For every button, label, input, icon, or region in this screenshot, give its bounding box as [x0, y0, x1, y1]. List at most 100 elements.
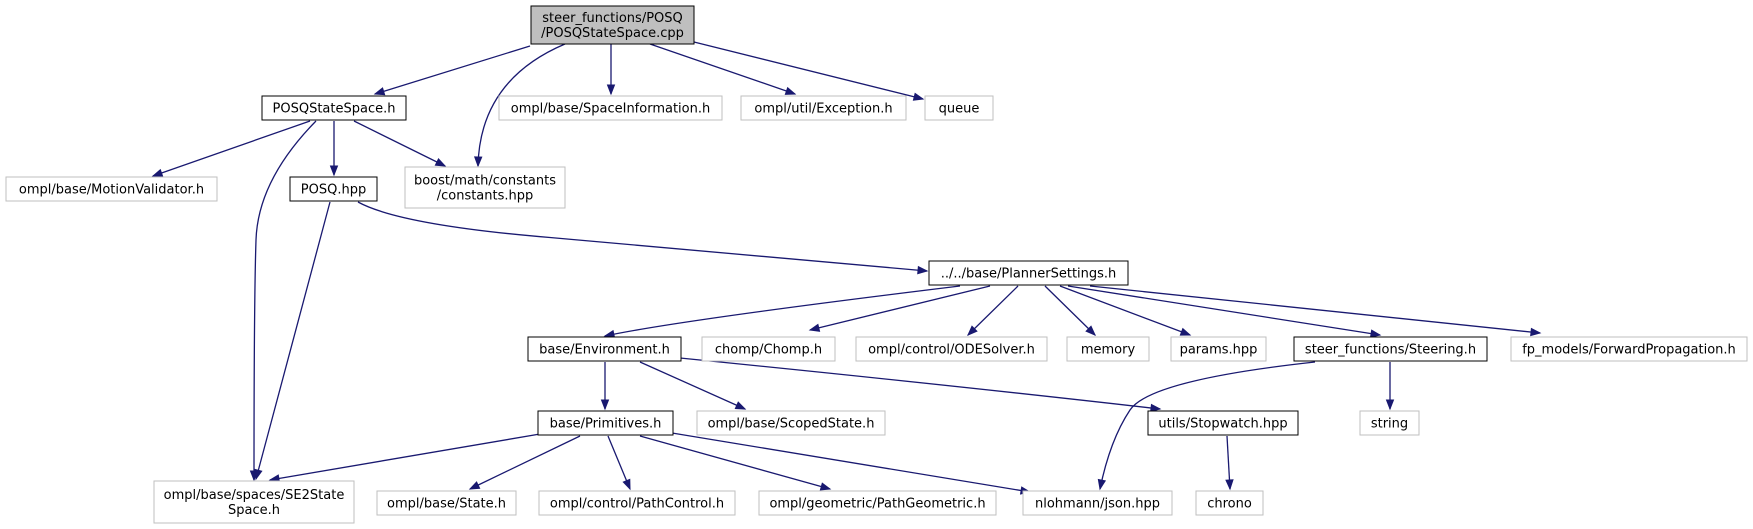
node-string: string: [1359, 410, 1420, 436]
node-box: [530, 5, 695, 45]
node-box: [928, 260, 1129, 286]
node-box: [1510, 336, 1748, 362]
edge-plannersettings_h-to-steering_h: [1067, 285, 1382, 338]
edge-primitives_h-to-pathcontrol_h: [607, 435, 631, 491]
node-posq_hpp[interactable]: POSQ.hpp: [289, 176, 378, 202]
edge-plannersettings_h-to-environment_h: [603, 285, 961, 339]
node-box: [5, 176, 218, 202]
node-box: [740, 95, 907, 121]
node-box: [696, 410, 886, 436]
node-label: ompl/base/spaces/SE2State: [164, 488, 345, 503]
node-box: [376, 490, 517, 516]
node-box: [1359, 410, 1420, 436]
arrowhead-icon: [1530, 327, 1542, 337]
edge-plannersettings_h-to-params_hpp: [1059, 285, 1192, 336]
node-spaceinformation_h: ompl/base/SpaceInformation.h: [498, 95, 723, 121]
node-label: ompl/base/MotionValidator.h: [19, 183, 204, 198]
edge-primitives_h-to-pathgeometric_h: [639, 435, 832, 491]
node-label: queue: [939, 102, 980, 117]
node-queue: queue: [924, 95, 994, 121]
edge-line: [967, 285, 1019, 336]
node-root: steer_functions/POSQ/POSQStateSpace.cpp: [530, 5, 695, 45]
edge-steering_h-to-string: [1385, 362, 1395, 411]
arrowhead-icon: [151, 168, 164, 177]
node-constants_hpp: boost/math/constants/constants.hpp: [404, 166, 566, 209]
arrowhead-icon: [1225, 479, 1234, 491]
node-label: /constants.hpp: [437, 189, 534, 204]
node-exception_h: ompl/util/Exception.h: [740, 95, 907, 121]
node-plannersettings_h[interactable]: ../../base/PlannerSettings.h: [928, 260, 1129, 286]
arrowhead-icon: [1385, 399, 1395, 411]
node-label: /POSQStateSpace.cpp: [541, 26, 684, 41]
edge-posq_hpp-to-se2statespace_h: [254, 201, 331, 481]
edge-line: [374, 45, 531, 95]
edge-root-to-exception_h: [649, 43, 797, 95]
node-primitives_h[interactable]: base/Primitives.h: [537, 410, 674, 436]
node-label: boost/math/constants: [414, 174, 556, 189]
edge-line: [1099, 361, 1316, 490]
edge-line: [679, 357, 1161, 410]
node-pathgeometric_h: ompl/geometric/PathGeometric.h: [758, 490, 997, 516]
edge-root-to-queue: [693, 41, 925, 101]
arrowhead-icon: [373, 87, 386, 96]
node-box: [924, 95, 994, 121]
node-box: [1147, 410, 1299, 436]
node-label: fp_models/ForwardPropagation.h: [1522, 343, 1736, 358]
edge-line: [353, 120, 446, 167]
arrowhead-icon: [1097, 478, 1107, 491]
arrowhead-icon: [600, 399, 610, 411]
node-posqstatespace_h[interactable]: POSQStateSpace.h: [261, 95, 407, 121]
node-label: utils/Stopwatch.hpp: [1158, 417, 1287, 432]
edge-root-to-spaceinformation_h: [606, 44, 616, 96]
edge-environment_h-to-stopwatch_hpp: [679, 357, 1162, 413]
node-label: ompl/geometric/PathGeometric.h: [769, 497, 985, 512]
edge-line: [1067, 285, 1381, 336]
node-box: [1170, 336, 1267, 362]
node-environment_h[interactable]: base/Environment.h: [527, 336, 682, 362]
arrowhead-icon: [808, 323, 821, 332]
edge-primitives_h-to-state_h: [468, 435, 581, 490]
node-label: steer_functions/Steering.h: [1305, 343, 1476, 358]
arrowhead-icon: [329, 165, 339, 177]
edge-line: [604, 285, 961, 337]
arrowhead-icon: [1369, 329, 1382, 338]
edge-line: [477, 43, 566, 167]
node-label: base/Environment.h: [539, 343, 670, 358]
node-label: ompl/control/ODESolver.h: [868, 343, 1035, 358]
node-box: [1293, 336, 1488, 362]
arrowhead-icon: [1179, 327, 1192, 336]
node-params_hpp: params.hpp: [1170, 336, 1267, 362]
node-state_h: ompl/base/State.h: [376, 490, 517, 516]
edge-line: [1044, 285, 1096, 336]
node-stopwatch_hpp[interactable]: utils/Stopwatch.hpp: [1147, 410, 1299, 436]
node-steering_h[interactable]: steer_functions/Steering.h: [1293, 336, 1488, 362]
node-odesolver_h: ompl/control/ODESolver.h: [855, 336, 1048, 362]
edge-line: [1089, 285, 1541, 334]
node-box: [404, 166, 566, 209]
edge-line: [639, 361, 746, 410]
node-label: params.hpp: [1180, 343, 1258, 358]
edge-line: [671, 432, 1031, 493]
edge-line: [639, 435, 831, 490]
edge-plannersettings_h-to-odesolver_h: [967, 285, 1019, 336]
edge-line: [255, 201, 331, 480]
edge-steering_h-to-json_hpp: [1097, 361, 1316, 491]
node-box: [153, 480, 355, 524]
node-chomp_h: chomp/Chomp.h: [701, 336, 836, 362]
edge-line: [1059, 285, 1191, 336]
node-label: POSQ.hpp: [301, 183, 366, 198]
arrowhead-icon: [912, 92, 925, 101]
arrowhead-icon: [468, 481, 481, 490]
edge-posq_hpp-to-plannersettings_h: [357, 201, 929, 275]
node-box: [498, 95, 723, 121]
edge-line: [269, 433, 541, 481]
node-box: [1195, 490, 1264, 516]
node-motionvalidator_h: ompl/base/MotionValidator.h: [5, 176, 218, 202]
arrowhead-icon: [434, 157, 447, 167]
node-box: [701, 336, 836, 362]
node-label: ompl/base/State.h: [387, 497, 506, 512]
node-box: [538, 490, 736, 516]
